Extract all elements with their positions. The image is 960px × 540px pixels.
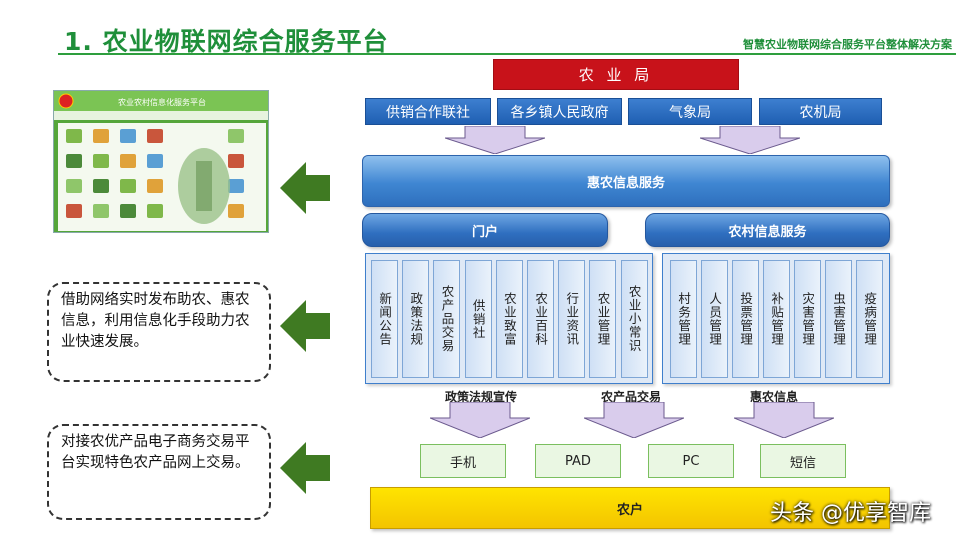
rural-item: 村务管理: [670, 260, 697, 378]
page-subtitle: 智慧农业物联网综合服务平台整体解决方案: [743, 38, 952, 51]
dept-supply-cooperative: 供销合作联社: [365, 98, 491, 125]
down-arrow-icon: [445, 126, 545, 154]
app-tile-icon: [147, 179, 163, 193]
portal-item: 政策法规: [402, 260, 430, 378]
device-pc: PC: [648, 444, 734, 478]
huinong-info-service-bar: 惠农信息服务: [362, 155, 890, 207]
portal-item: 供销社: [464, 260, 492, 378]
down-arrow-icon: [584, 402, 684, 438]
down-arrow-icon: [700, 126, 800, 154]
app-tile-icon: [228, 179, 244, 193]
portal-item: 农业百科: [527, 260, 554, 378]
app-tile-icon: [120, 154, 136, 168]
app-tile-icon: [147, 154, 163, 168]
rural-item: 投票管理: [732, 260, 759, 378]
note-ecommerce: 对接农优产品电子商务交易平台实现特色农产品网上交易。: [47, 424, 271, 520]
app-tile-icon: [66, 154, 82, 168]
app-tile-icon: [228, 129, 244, 143]
app-tile-icon: [147, 204, 163, 218]
dept-township-government: 各乡镇人民政府: [497, 98, 622, 125]
portal-pill: 门户: [362, 213, 608, 247]
farmer-bar: 农户: [370, 487, 890, 529]
rural-item: 人员管理: [701, 260, 728, 378]
arrow-left-icon: [280, 300, 330, 352]
down-arrow-icon: [430, 402, 530, 438]
dept-meteorological-bureau: 气象局: [628, 98, 752, 125]
app-tile-icon: [93, 204, 109, 218]
rural-item: 灾害管理: [794, 260, 821, 378]
app-tile-icon: [228, 204, 244, 218]
dept-agri-machinery-bureau: 农机局: [759, 98, 882, 125]
app-tile-icon: [120, 179, 136, 193]
agriculture-bureau-box: 农 业 局: [493, 59, 739, 90]
device-pad: PAD: [535, 444, 621, 478]
portal-panel: 新闻公告政策法规农产品交易供销社农业致富农业百科行业资讯农业管理农业小常识: [365, 253, 653, 384]
app-tile-icon: [147, 129, 163, 143]
device-phone: 手机: [420, 444, 506, 478]
portal-item: 新闻公告: [371, 260, 398, 378]
watermark: 头条 @优享智库: [770, 501, 931, 526]
platform-screenshot-image: 农业农村信息化服务平台: [54, 91, 268, 232]
arrow-left-icon: [280, 442, 330, 494]
app-tile-icon: [93, 179, 109, 193]
page-title: 1. 农业物联网综合服务平台: [64, 27, 389, 56]
app-tile-icon: [66, 179, 82, 193]
portal-item: 农业管理: [589, 260, 617, 378]
platform-screenshot-caption: 农业农村信息化服务平台: [118, 97, 206, 107]
app-tile-icon: [66, 129, 82, 143]
app-tile-icon: [120, 204, 136, 218]
app-tile-icon: [66, 204, 82, 218]
flow-label-huinong: 惠农信息: [750, 390, 799, 404]
app-tile-icon: [228, 154, 244, 168]
rural-item: 虫害管理: [825, 260, 852, 378]
flow-label-policy: 政策法规宣传: [445, 390, 518, 404]
app-tile-icon: [93, 154, 109, 168]
rural-panel: 村务管理人员管理投票管理补贴管理灾害管理虫害管理疫病管理: [662, 253, 890, 384]
rural-item: 疫病管理: [856, 260, 883, 378]
app-tile-icon: [93, 129, 109, 143]
portal-item: 农业致富: [495, 260, 523, 378]
portal-item: 农产品交易: [433, 260, 461, 378]
rural-info-service-pill: 农村信息服务: [645, 213, 890, 247]
rural-item: 补贴管理: [763, 260, 790, 378]
arrow-left-icon: [280, 162, 330, 214]
platform-screenshot: 农业农村信息化服务平台: [53, 90, 269, 233]
device-sms: 短信: [760, 444, 846, 478]
portal-item: 行业资讯: [558, 260, 586, 378]
app-tile-icon: [120, 129, 136, 143]
flow-label-trade: 农产品交易: [601, 390, 662, 404]
title-divider: [58, 53, 956, 55]
note-info-release: 借助网络实时发布助农、惠农信息，利用信息化手段助力农业快速发展。: [47, 282, 271, 382]
portal-item: 农业小常识: [620, 260, 648, 378]
down-arrow-icon: [734, 402, 834, 438]
